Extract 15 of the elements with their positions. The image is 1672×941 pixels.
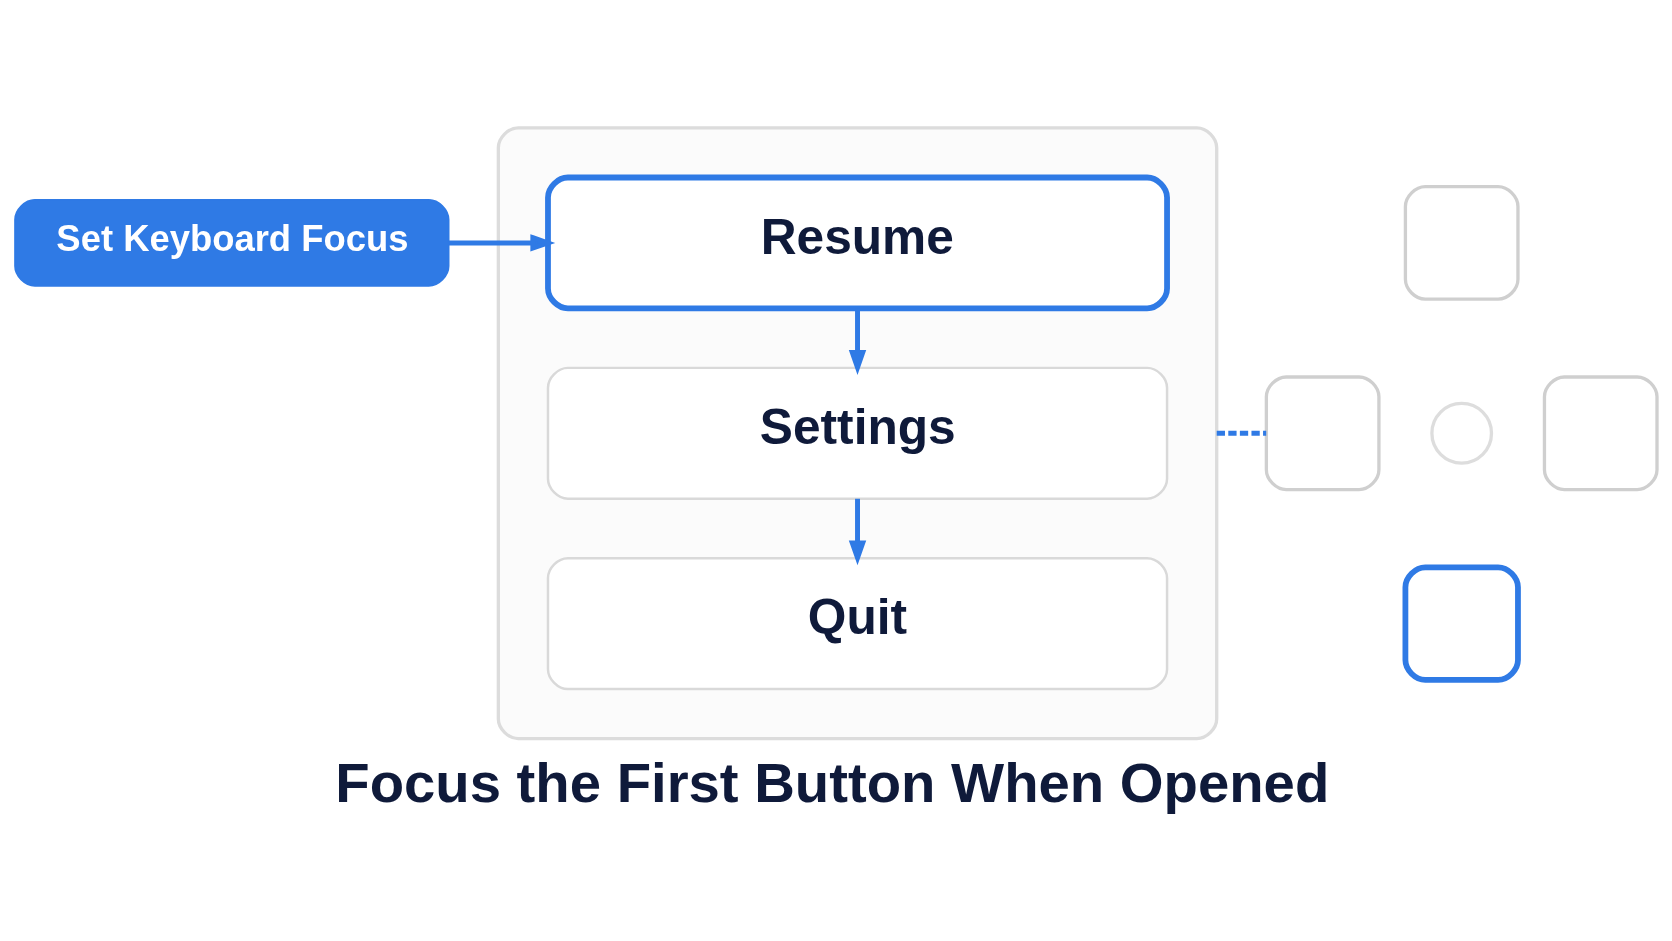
- node-box: Resume: [545, 174, 1170, 312]
- node-box: [1264, 375, 1381, 492]
- node-box: [1402, 564, 1521, 683]
- node-box: [1542, 375, 1659, 492]
- node-box: [1403, 184, 1520, 301]
- arrow: [848, 308, 867, 375]
- cluster: [496, 126, 1219, 741]
- arrow: [848, 498, 867, 566]
- node-box: Quit: [546, 557, 1169, 691]
- arrow: [448, 234, 556, 252]
- diagram-title: Focus the First Button When Opened: [335, 750, 1330, 814]
- node-circle: [1430, 401, 1494, 465]
- node-box: Settings: [546, 366, 1169, 500]
- node-box: Set Keyboard Focus: [14, 199, 450, 287]
- connector: [1216, 430, 1267, 436]
